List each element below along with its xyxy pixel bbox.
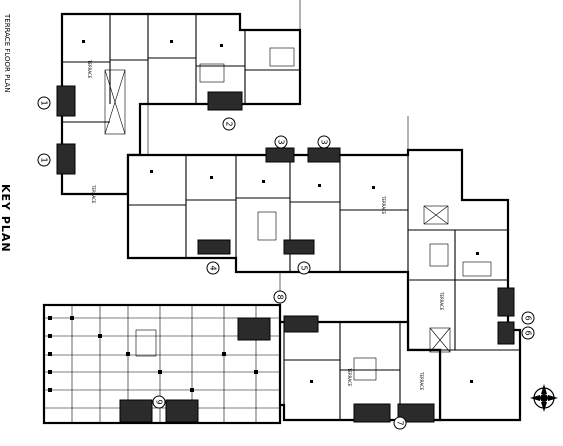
svg-text:TERRACE: TERRACE <box>347 367 352 387</box>
svg-text:1: 1 <box>40 100 49 105</box>
north-arrow-icon <box>530 384 558 412</box>
stair-tag-3b: 3 <box>317 135 331 149</box>
svg-text:3: 3 <box>320 139 329 144</box>
svg-text:6: 6 <box>524 315 533 320</box>
stair-tag-1b: 1 <box>37 153 51 167</box>
stair-tag-7: 7 <box>393 416 407 430</box>
stair-tag-5: 5 <box>297 261 311 275</box>
stair-tag-6a: 6 <box>521 311 535 325</box>
block-top-left: TERRACE TERRACE <box>56 12 302 204</box>
stair-tag-6b: 6 <box>521 326 535 340</box>
svg-text:7: 7 <box>396 420 405 425</box>
stair-tag-2: 2 <box>222 117 236 131</box>
block-structural-grid <box>42 303 282 425</box>
svg-text:TERRACE: TERRACE <box>381 195 386 215</box>
stair-tag-3a: 3 <box>274 135 288 149</box>
stair-tag-1a: 1 <box>37 96 51 110</box>
svg-text:9: 9 <box>155 399 164 404</box>
svg-text:3: 3 <box>277 139 286 144</box>
svg-text:TERRACE: TERRACE <box>91 184 96 204</box>
svg-text:6: 6 <box>524 330 533 335</box>
svg-text:TERRACE: TERRACE <box>419 371 424 391</box>
svg-text:TERRACE: TERRACE <box>439 291 444 311</box>
leader-lines <box>147 0 409 322</box>
svg-text:2: 2 <box>225 121 234 126</box>
stair-tag-4: 4 <box>206 261 220 275</box>
svg-text:8: 8 <box>276 294 285 299</box>
stair-tag-8: 8 <box>273 290 287 304</box>
svg-text:1: 1 <box>40 157 49 162</box>
svg-text:4: 4 <box>209 265 218 270</box>
block-middle-wing: TERRACE TERRACE <box>126 147 522 422</box>
stair-tag-9: 9 <box>152 395 166 409</box>
structural-columns <box>48 40 479 392</box>
svg-text:TERRACE: TERRACE <box>87 59 92 79</box>
svg-text:5: 5 <box>300 265 309 270</box>
